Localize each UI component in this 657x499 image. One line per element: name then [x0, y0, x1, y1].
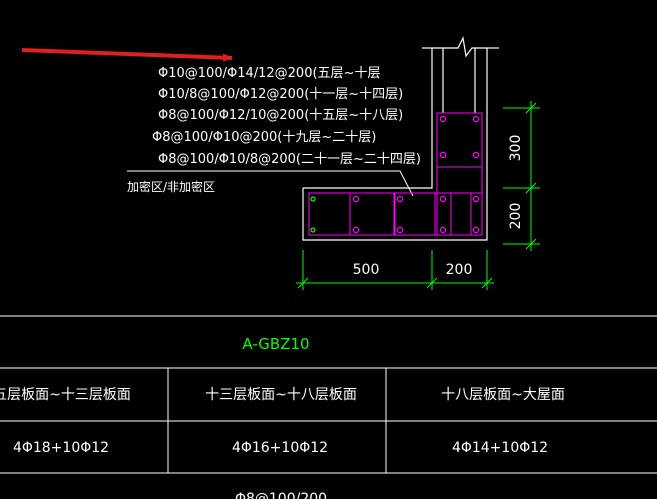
annotation-line-5: Φ8@100/Φ10/8@200(二十一层~二十四层)	[158, 152, 421, 167]
annotation-line-3: Φ8@100/Φ12/10@200(十五层~十八层)	[158, 108, 403, 123]
annotation-line-2: Φ10/8@100/Φ12@200(十一层~十四层)	[158, 87, 403, 102]
zone-label: 加密区/非加密区	[127, 179, 215, 194]
dimension-lower-height: 200	[508, 203, 524, 230]
dimension-left-width: 500	[353, 262, 380, 278]
stirrups	[308, 112, 483, 236]
table-rebar-1: 4Φ18+10Φ12	[13, 440, 109, 456]
rebars	[310, 115, 480, 234]
dimension-right-width: 200	[446, 262, 473, 278]
table-partial-row: Φ8@100/200	[235, 491, 327, 499]
table-rebar-3: 4Φ14+10Φ12	[452, 440, 548, 456]
dimension-upper-height: 300	[508, 135, 524, 162]
table-header-2: 十三层板面~十八层板面	[205, 387, 357, 403]
table-rebar-2: 4Φ16+10Φ12	[232, 440, 328, 456]
table-title: A-GBZ10	[242, 335, 309, 353]
column-outline	[302, 36, 499, 241]
table-header-3: 十八层板面~大屋面	[441, 387, 565, 403]
pointer-arrow	[21, 48, 233, 62]
table-header-1: 五层板面~十三层板面	[0, 387, 131, 403]
dimension-lines	[296, 101, 540, 290]
table-grid	[0, 315, 657, 474]
annotation-line-4: Φ8@100/Φ10@200(十九层~二十层)	[152, 130, 376, 145]
annotation-line-1: Φ10@100/Φ14/12@200(五层~十层	[158, 66, 380, 81]
